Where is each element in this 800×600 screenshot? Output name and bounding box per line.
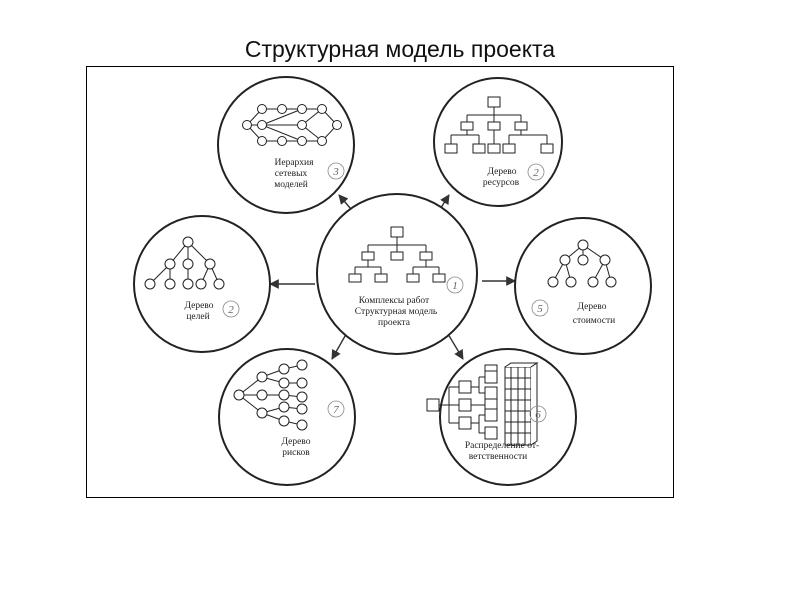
costs-number: 5 (537, 303, 543, 315)
resources-tree-icon (444, 96, 554, 154)
node-labels: Комплексы работ Структурная модель проек… (185, 158, 616, 462)
responsibility-number-badge (529, 405, 547, 423)
responsibility-number: 6 (535, 409, 541, 421)
network-number-badge (327, 162, 345, 180)
center-label-line-3: проекта (378, 318, 411, 328)
risks-label-line-1: Дерево (282, 437, 311, 447)
resources-number-badge (527, 163, 545, 181)
resources-label-line-1: Дерево (488, 167, 517, 177)
risks-label-line-2: рисков (282, 448, 310, 458)
center-number: 1 (452, 280, 458, 292)
costs-circle (514, 217, 652, 355)
network-label-line-2: сетевых (275, 169, 308, 179)
node-circles (133, 76, 652, 486)
costs-label-line-1: Дерево (578, 302, 607, 312)
risks-number-badge (327, 400, 345, 418)
structural-model-diagram: 1 2 3 2 5 7 6 Комплексы работ Структурна… (133, 76, 652, 486)
resources-label-line-2: ресурсов (483, 178, 520, 188)
center-label-line-1: Комплексы работ (359, 295, 430, 306)
network-number: 3 (332, 166, 339, 178)
goals-tree-icon (144, 236, 225, 290)
resources-number: 2 (533, 167, 539, 179)
responsibility-matrix-icon (426, 362, 539, 446)
risks-tree-icon (233, 359, 308, 431)
goals-label-line-1: Дерево (185, 301, 214, 311)
costs-label-line-2: стоимости (573, 316, 616, 326)
network-label-line-1: Иерархия (275, 158, 315, 168)
center-circle (316, 193, 478, 355)
responsibility-label-line-1: Распределение от- (465, 441, 539, 451)
responsibility-label-line-2: ветственности (469, 452, 528, 462)
network-label-line-3: моделей (274, 179, 308, 190)
center-label-line-2: Структурная модель (355, 307, 438, 317)
costs-number-badge (531, 299, 549, 317)
risks-number: 7 (333, 404, 339, 416)
network-models-icon (242, 104, 342, 146)
diagram-frame: 1 2 3 2 5 7 6 Комплексы работ Структурна… (86, 66, 674, 498)
goals-number: 2 (228, 304, 234, 316)
center-tree-icon (348, 226, 446, 283)
goals-number-badge (222, 300, 240, 318)
goals-label-line-2: целей (186, 311, 209, 322)
center-number-badge (446, 276, 464, 294)
network-circle (217, 76, 355, 214)
node-number-badges: 1 2 3 2 5 7 6 (222, 162, 549, 423)
resources-circle (433, 77, 563, 207)
costs-tree-icon (547, 239, 617, 288)
slide-title: Структурная модель проекта (244, 36, 556, 62)
